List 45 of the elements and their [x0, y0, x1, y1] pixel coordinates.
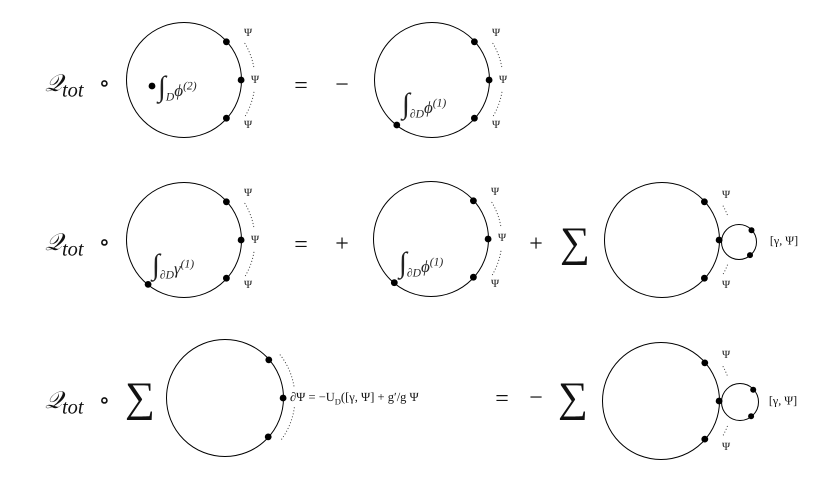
sum-symbol: ∑	[558, 374, 588, 422]
diagram-circle	[126, 22, 242, 138]
minus-sign: −	[529, 384, 543, 412]
sum-symbol: ∑	[560, 220, 590, 266]
plus-sign: +	[335, 230, 349, 258]
diagram-circle	[373, 181, 489, 297]
psi-label: Ψ	[250, 74, 260, 86]
psi-label: Ψ	[490, 278, 500, 290]
diagram-circle	[374, 22, 490, 138]
integral-term: ∫$_{∂D}$γ$^{(1)}$	[152, 250, 194, 282]
loop-circle	[721, 224, 757, 260]
equals-sign: =	[495, 386, 509, 412]
commutator-label: [γ, Ψ]	[768, 394, 798, 408]
diagram-circle	[166, 339, 284, 457]
operator-label: 𝒬$_{tot}$ ∘	[45, 388, 110, 414]
operator-label: 𝒬$_{tot}$ ∘	[45, 230, 110, 256]
psi-label: Ψ	[498, 232, 506, 244]
equals-sign: =	[294, 72, 308, 100]
diagram-circle	[602, 342, 720, 460]
minus-sign: −	[335, 72, 349, 98]
sum-symbol: ∑	[125, 374, 155, 422]
psi-label: Ψ	[722, 188, 730, 202]
psi-label: Ψ	[244, 118, 252, 132]
psi-label: Ψ	[492, 26, 500, 40]
psi-label: Ψ	[244, 26, 252, 40]
psi-label: Ψ	[722, 440, 730, 454]
integral-term: ∫$_{D}$ϕ$^{(2)}$	[158, 72, 197, 104]
psi-label: Ψ	[492, 118, 500, 132]
loop-circle	[721, 383, 759, 421]
boundary-equation: ∂Ψ = −U$_{D}$([γ, Ψ] + g′/g Ψ	[290, 391, 419, 405]
psi-label: Ψ	[244, 186, 252, 200]
integral-term: ∫$_{∂D}$ϕ$^{(1)}$	[402, 89, 446, 121]
psi-label: Ψ	[244, 278, 252, 292]
diagram-circle	[604, 182, 720, 298]
integral-term: ∫$_{∂D}$ϕ$^{(1)}$	[399, 248, 444, 280]
equals-sign: =	[294, 232, 308, 258]
psi-label: Ψ	[498, 74, 508, 86]
psi-label: Ψ	[722, 278, 730, 292]
commutator-label: [γ, Ψ]	[770, 234, 798, 248]
diagram-circle	[126, 182, 242, 298]
psi-label: Ψ	[490, 186, 500, 198]
plus-sign: +	[529, 230, 543, 258]
psi-label: Ψ	[250, 234, 260, 246]
operator-label: 𝒬$_{tot}$ ∘	[45, 70, 110, 98]
psi-label: Ψ	[722, 348, 730, 362]
